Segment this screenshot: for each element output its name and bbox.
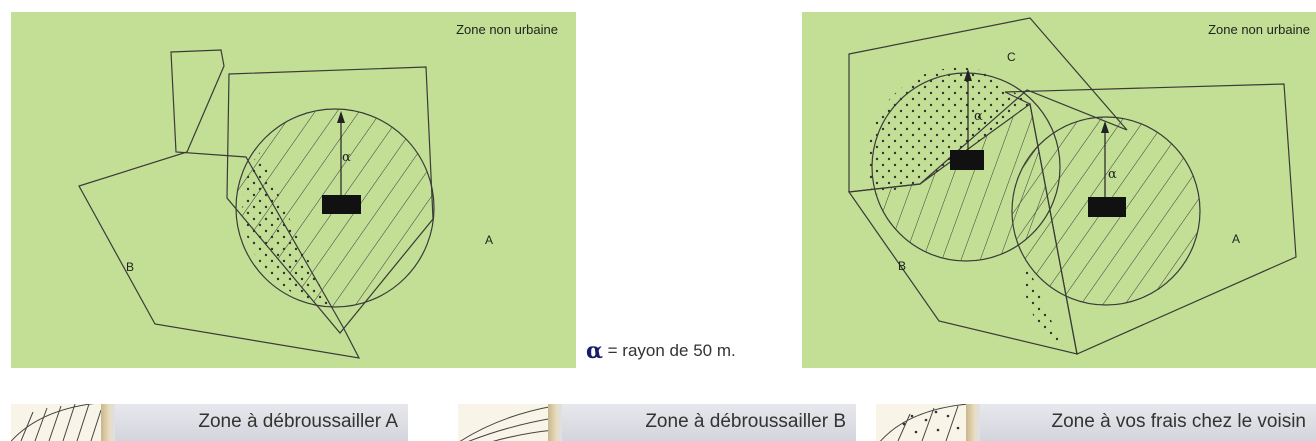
parcel-b xyxy=(78,49,361,359)
radius-circle-right xyxy=(1011,116,1201,306)
radius-symbol-left: α xyxy=(974,109,983,124)
hatch-swatch xyxy=(11,404,111,441)
site-plan-left: Zone non urbaine B A α xyxy=(11,12,576,368)
site-plan-right: Zone non urbaine C B A α α xyxy=(802,12,1316,368)
dots-swatch xyxy=(876,404,976,441)
plot-label-b: B xyxy=(126,260,135,274)
zone-label: Zone non urbaine xyxy=(1208,22,1310,37)
radius-note-text: = rayon de 50 m. xyxy=(602,341,736,360)
legend-label-c: Zone à vos frais chez le voisin xyxy=(1051,411,1306,432)
site-plan-right-drawing xyxy=(847,17,1297,355)
arrow-head-left xyxy=(964,69,972,81)
legend-label-b: Zone à débroussailler B xyxy=(645,411,846,432)
plot-label-a: A xyxy=(485,233,494,247)
arrow-head xyxy=(337,111,345,123)
neighbour-zone-dots-c xyxy=(866,67,1030,195)
site-plan-left-drawing xyxy=(78,49,435,359)
plot-label-b: B xyxy=(898,259,907,273)
building xyxy=(322,195,361,214)
legend-item-zone-b: Zone à débroussailler B xyxy=(458,404,856,441)
radius-circle xyxy=(235,108,435,308)
legend-item-neighbour: Zone à vos frais chez le voisin xyxy=(876,404,1316,441)
radius-symbol-right: α xyxy=(1108,167,1117,182)
neighbour-zone-dots-b xyxy=(1022,257,1064,350)
curve-swatch xyxy=(458,404,558,441)
radius-symbol: α xyxy=(342,150,351,165)
neighbour-zone-dots xyxy=(242,152,329,305)
zone-label: Zone non urbaine xyxy=(456,22,558,37)
plot-label-c: C xyxy=(1007,50,1016,64)
radius-circle-left xyxy=(871,72,1061,262)
radius-note: α = rayon de 50 m. xyxy=(586,338,736,364)
arrow-head-right xyxy=(1101,121,1109,133)
alpha-symbol: α xyxy=(586,338,603,364)
building-left xyxy=(950,150,984,170)
legend-item-zone-a: Zone à débroussailler A xyxy=(11,404,408,441)
legend-label-a: Zone à débroussailler A xyxy=(198,411,398,432)
plot-label-a: A xyxy=(1232,232,1241,246)
building-right xyxy=(1088,197,1126,217)
